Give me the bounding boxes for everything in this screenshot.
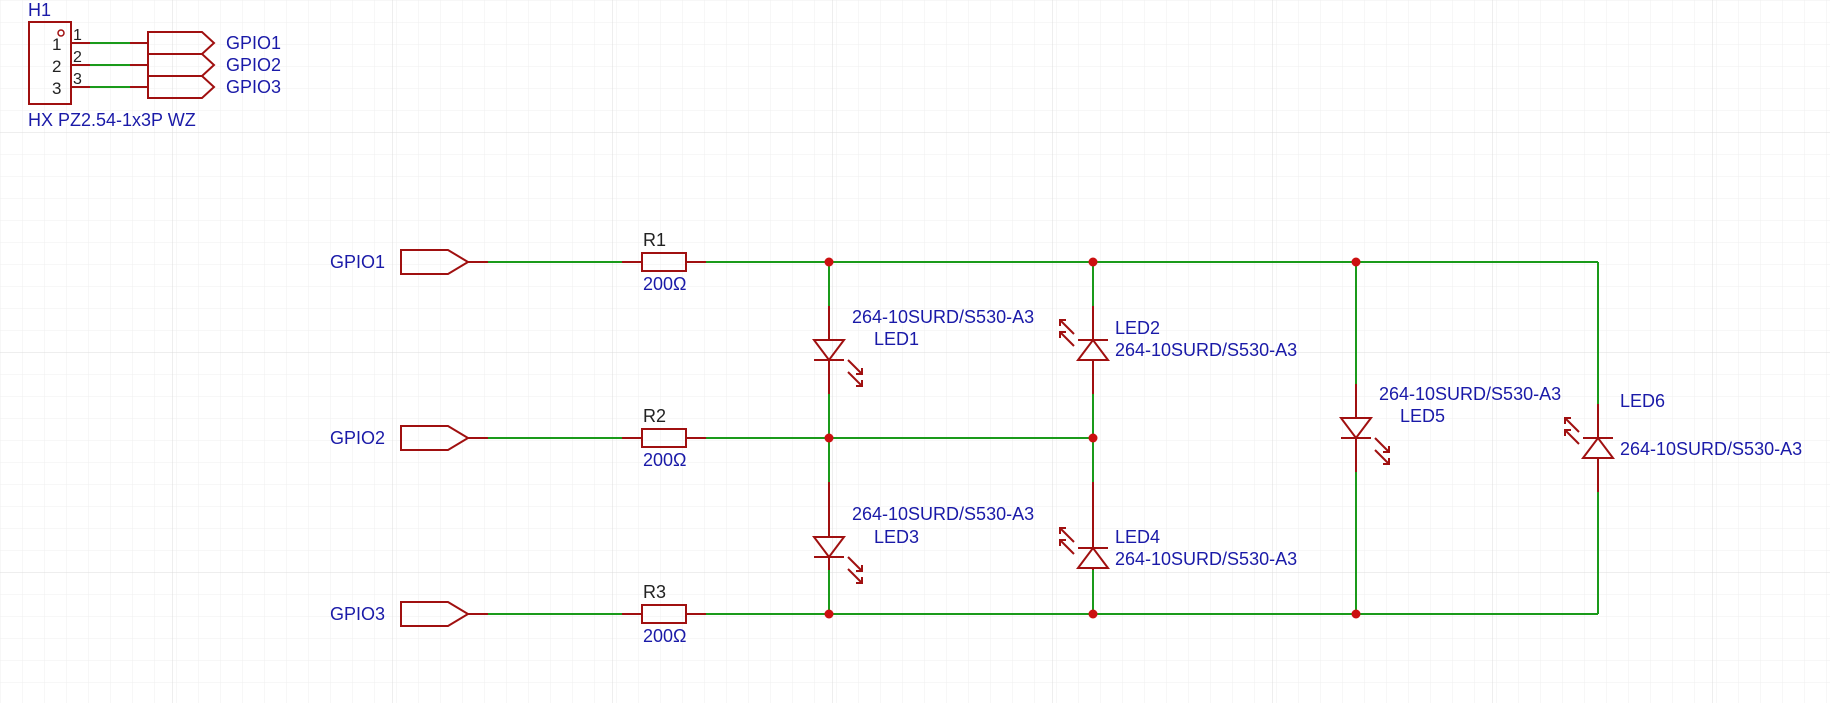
header-h1[interactable]: H1 1 2 3 1 2 3 HX PZ2.54-1x3P WZ (28, 0, 196, 130)
net-flag-gpio3-input[interactable]: GPIO3 (330, 601, 488, 627)
led-ref: LED2 (1115, 318, 1160, 338)
junctions (824, 257, 1361, 619)
header-pin-number-1: 1 (52, 35, 61, 54)
junction-dot (1088, 433, 1098, 443)
led-ref: LED5 (1400, 406, 1445, 426)
led-part: 264-10SURD/S530-A3 (1115, 340, 1297, 360)
led-ref: LED4 (1115, 527, 1160, 547)
led-part: 264-10SURD/S530-A3 (852, 307, 1034, 327)
header-pin-label-2: 2 (73, 49, 82, 66)
led-part: 264-10SURD/S530-A3 (1620, 439, 1802, 459)
led-led1[interactable]: 264-10SURD/S530-A3 LED1 (812, 306, 1034, 394)
led-led5[interactable]: 264-10SURD/S530-A3 LED5 (1339, 384, 1561, 472)
net-flag-label: GPIO1 (226, 33, 281, 53)
header-designator: H1 (28, 0, 51, 20)
light-emission-icon (847, 359, 863, 387)
led-part: 264-10SURD/S530-A3 (852, 504, 1034, 524)
resistor-r1[interactable]: R1 200Ω (622, 230, 706, 294)
led-led3[interactable]: 264-10SURD/S530-A3 LED3 (812, 482, 1034, 584)
pin1-marker (57, 29, 65, 37)
resistor-ref: R3 (643, 582, 666, 602)
light-emission-icon (1059, 527, 1075, 555)
light-emission-icon (1564, 417, 1580, 445)
resistor-r3[interactable]: R3 200Ω (622, 582, 706, 646)
net-flag-label: GPIO3 (226, 77, 281, 97)
led-led2[interactable]: LED2 264-10SURD/S530-A3 (1059, 306, 1297, 394)
header-pin-label-1: 1 (73, 27, 82, 44)
led-part: 264-10SURD/S530-A3 (1379, 384, 1561, 404)
header-footprint: HX PZ2.54-1x3P WZ (28, 110, 196, 130)
net-flag-gpio2-header[interactable]: GPIO2 (147, 53, 281, 77)
header-wires (90, 42, 130, 88)
light-emission-icon (847, 556, 863, 584)
junction-dot (1088, 257, 1098, 267)
led-ref: LED1 (874, 329, 919, 349)
net-flag-label: GPIO3 (330, 604, 385, 624)
junction-dot (1351, 257, 1361, 267)
resistor-value: 200Ω (643, 450, 687, 470)
net-flag-label: GPIO1 (330, 252, 385, 272)
junction-dot (1088, 609, 1098, 619)
net-flag-label: GPIO2 (226, 55, 281, 75)
header-pin-number-2: 2 (52, 57, 61, 76)
net-flag-gpio3-header[interactable]: GPIO3 (147, 75, 281, 99)
junction-dot (824, 257, 834, 267)
led-ref: LED3 (874, 527, 919, 547)
net-flag-gpio1-input[interactable]: GPIO1 (330, 249, 488, 275)
led-part: 264-10SURD/S530-A3 (1115, 549, 1297, 569)
resistor-ref: R2 (643, 406, 666, 426)
junction-dot (824, 609, 834, 619)
header-flag-stubs (130, 42, 148, 88)
net-flag-gpio1-header[interactable]: GPIO1 (147, 31, 281, 55)
light-emission-icon (1059, 319, 1075, 347)
led-led4[interactable]: LED4 264-10SURD/S530-A3 (1059, 482, 1297, 570)
header-body (28, 21, 72, 105)
led-led6[interactable]: LED6 264-10SURD/S530-A3 (1564, 391, 1802, 492)
light-emission-icon (1374, 437, 1390, 465)
resistor-r2[interactable]: R2 200Ω (622, 406, 706, 470)
junction-dot (1351, 609, 1361, 619)
junction-dot (824, 433, 834, 443)
header-pin-label-3: 3 (73, 71, 82, 88)
resistor-value: 200Ω (643, 626, 687, 646)
led-ref: LED6 (1620, 391, 1665, 411)
net-flag-label: GPIO2 (330, 428, 385, 448)
wires (488, 261, 1599, 615)
resistor-value: 200Ω (643, 274, 687, 294)
resistor-ref: R1 (643, 230, 666, 250)
header-pin-number-3: 3 (52, 79, 61, 98)
net-flag-gpio2-input[interactable]: GPIO2 (330, 425, 488, 451)
